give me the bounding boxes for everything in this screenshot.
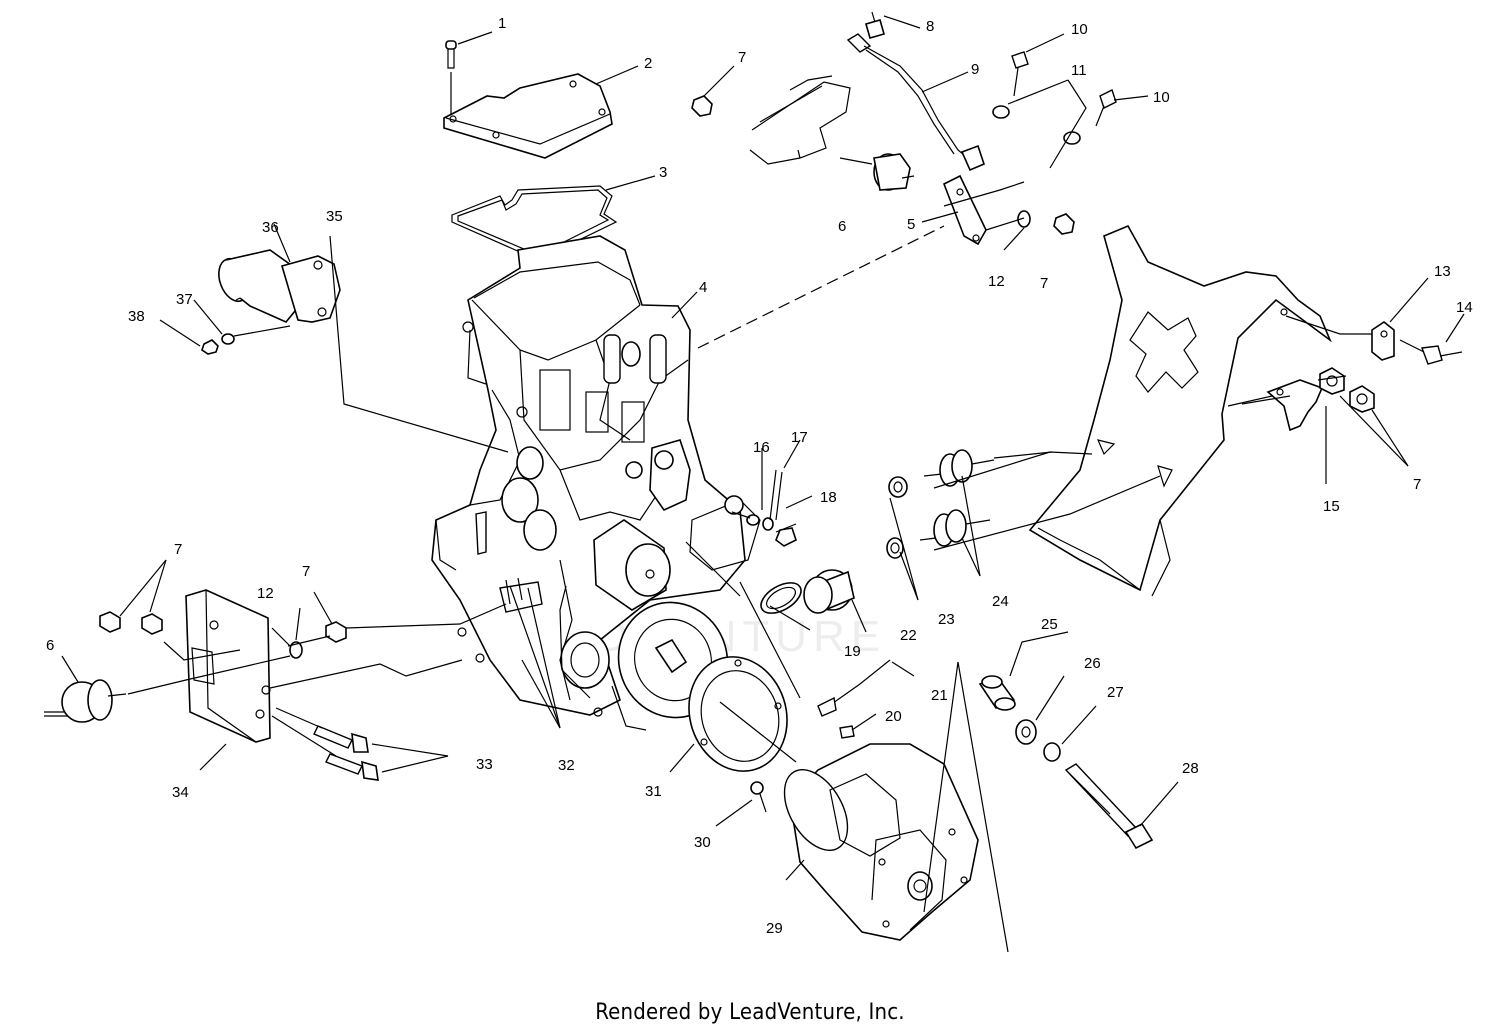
part-7-nut-left-b[interactable] <box>141 613 163 635</box>
part-30-screw[interactable] <box>750 781 767 813</box>
part-33-bolts[interactable] <box>313 725 379 781</box>
callout-10a: 10 <box>1071 21 1088 38</box>
callout-23: 23 <box>938 611 955 628</box>
callout-34: 34 <box>172 784 189 801</box>
part-7-nut-top-a[interactable] <box>691 95 713 117</box>
callout-27: 27 <box>1107 684 1124 701</box>
callout-13: 13 <box>1434 263 1451 280</box>
part-25-spacer[interactable] <box>978 675 1016 711</box>
part-24-rubber-mount-b[interactable] <box>919 509 991 547</box>
frame-fragment <box>749 75 851 165</box>
callout-6a: 6 <box>838 218 846 235</box>
part-10-bolt-b[interactable] <box>1095 89 1117 127</box>
throttle-body <box>625 439 761 571</box>
part-24-rubber-mount-a[interactable] <box>923 449 995 487</box>
callout-6b: 6 <box>46 637 54 654</box>
callout-21: 21 <box>931 687 948 704</box>
callout-10b: 10 <box>1153 89 1170 106</box>
callout-17: 17 <box>791 429 808 446</box>
callout-14: 14 <box>1456 299 1473 316</box>
callout-24: 24 <box>992 593 1009 610</box>
part-10-bolt-a[interactable] <box>1011 51 1029 97</box>
callout-7b: 7 <box>1040 275 1048 292</box>
part-1-bolt[interactable] <box>445 40 457 114</box>
part-27-lockwasher[interactable] <box>1043 742 1061 762</box>
callout-31: 31 <box>645 783 662 800</box>
callout-labels: 1 2 3 4 5 6 6 7 7 7 7 7 8 9 10 10 11 12 … <box>46 15 1473 937</box>
callout-25: 25 <box>1041 616 1058 633</box>
part-7-nut-right-a[interactable] <box>1319 367 1345 395</box>
callout-7e: 7 <box>302 563 310 580</box>
part-19-clamp[interactable] <box>756 577 806 620</box>
callout-8: 8 <box>926 18 934 35</box>
callout-1: 1 <box>498 15 506 32</box>
callout-29: 29 <box>766 920 783 937</box>
callout-28: 28 <box>1182 760 1199 777</box>
callout-4: 4 <box>699 279 707 296</box>
part-29-housing[interactable] <box>771 743 979 941</box>
part-17-stud[interactable] <box>769 469 797 547</box>
part-22-cap[interactable] <box>803 569 855 614</box>
part-28-bolt[interactable] <box>1064 763 1154 850</box>
callout-37: 37 <box>176 291 193 308</box>
part-20-screw[interactable] <box>839 725 855 739</box>
part-38-nut[interactable] <box>201 339 219 355</box>
part-7-nut-top-b[interactable] <box>1053 213 1075 235</box>
callout-2: 2 <box>644 55 652 72</box>
part-18-washer[interactable] <box>888 476 908 498</box>
part-7-nut-left-c[interactable] <box>325 621 347 643</box>
part-23-washer[interactable] <box>886 537 904 559</box>
callout-12b: 12 <box>257 585 274 602</box>
part-35-flange[interactable] <box>281 255 341 323</box>
part-2-cover-plate[interactable] <box>443 73 613 159</box>
callout-38: 38 <box>128 308 145 325</box>
callout-7a: 7 <box>738 49 746 66</box>
part-7-nut-right-b[interactable] <box>1349 385 1375 413</box>
callout-35: 35 <box>326 208 343 225</box>
footer-credit: Rendered by LeadVenture, Inc. <box>595 1000 905 1025</box>
callout-12a: 12 <box>988 273 1005 290</box>
part-16-washer[interactable] <box>746 514 774 531</box>
part-26-washer[interactable] <box>1015 719 1037 745</box>
part-6-rubber-mount-top[interactable] <box>873 153 915 191</box>
callout-26: 26 <box>1084 655 1101 672</box>
part-34-mount-bracket[interactable] <box>185 589 271 743</box>
callout-18: 18 <box>820 489 837 506</box>
callout-20: 20 <box>885 708 902 725</box>
callout-33: 33 <box>476 756 493 773</box>
part-6-rubber-mount-left[interactable] <box>44 679 127 723</box>
part-8-bolt[interactable] <box>865 11 885 39</box>
callout-9: 9 <box>971 61 979 78</box>
callout-36: 36 <box>262 219 279 236</box>
part-7-nut-left-a[interactable] <box>99 611 121 633</box>
part-37-washer[interactable] <box>221 333 235 345</box>
callout-11: 11 <box>1071 62 1087 79</box>
callout-7c: 7 <box>1413 476 1421 493</box>
callout-3: 3 <box>659 164 667 181</box>
callout-5: 5 <box>907 216 915 233</box>
oil-filter <box>593 519 671 611</box>
part-31-gasket[interactable] <box>674 644 801 784</box>
arrow-markers <box>1096 439 1173 488</box>
part-13-clamp[interactable] <box>1371 321 1395 361</box>
callout-16: 16 <box>753 439 770 456</box>
part-21-ground-wire[interactable] <box>817 659 891 717</box>
callout-7d: 7 <box>174 541 182 558</box>
part-11-washers[interactable] <box>992 105 1081 145</box>
part-5-bracket-top[interactable] <box>942 174 987 246</box>
leader-lines <box>61 15 1465 953</box>
callout-19: 19 <box>844 643 861 660</box>
part-9-cable[interactable] <box>846 33 985 172</box>
part-12-washer-top[interactable] <box>1017 210 1031 228</box>
callout-15: 15 <box>1323 498 1340 515</box>
part-12-washer-left[interactable] <box>289 641 303 659</box>
callout-32: 32 <box>558 757 575 774</box>
callout-30: 30 <box>694 834 711 851</box>
part-14-fitting[interactable] <box>1421 345 1463 365</box>
part-15-bracket[interactable] <box>1266 379 1324 432</box>
callout-22: 22 <box>900 627 917 644</box>
